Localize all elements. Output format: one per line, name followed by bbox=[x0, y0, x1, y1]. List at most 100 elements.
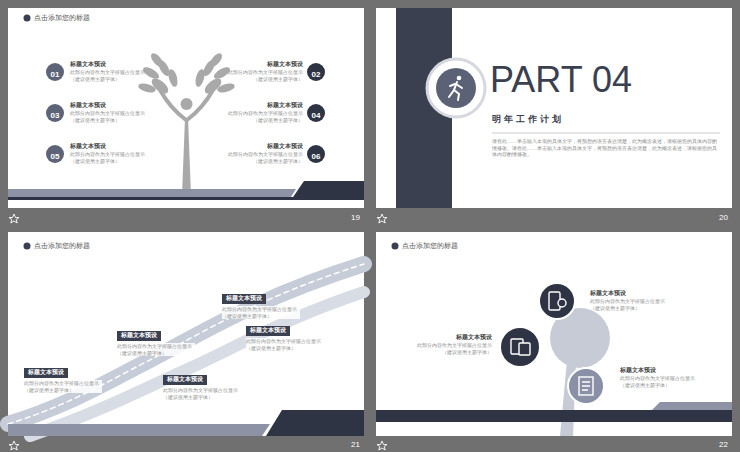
part-title: PART 04 bbox=[490, 62, 690, 98]
flag-body: 此部分内容作为文字排版占位显示 （建议使用主题字体） bbox=[246, 338, 324, 351]
bottom-line bbox=[8, 197, 364, 200]
number-circle: 06 bbox=[307, 145, 325, 163]
item-title: 标题文本预设 bbox=[590, 290, 672, 298]
phone-icon bbox=[549, 292, 566, 310]
slide-number: 21 bbox=[334, 440, 360, 450]
road-mark bbox=[8, 264, 364, 424]
star-icon bbox=[9, 214, 19, 223]
road-lane bbox=[8, 264, 364, 424]
number-circle: 01 bbox=[46, 63, 64, 81]
callout-number: 03 bbox=[48, 107, 63, 125]
callout-number: 02 bbox=[309, 66, 324, 84]
tree-leaf bbox=[149, 51, 165, 68]
item-title: 标题文本预设 bbox=[70, 61, 150, 69]
header-dot bbox=[392, 243, 399, 250]
item-body: 此部分内容作为文字排版占位显示 （建议使用主题字体） bbox=[620, 375, 702, 388]
item-body: 此部分内容作为文字排版占位显示 （建议使用主题字体） bbox=[410, 342, 492, 355]
slide-header: 点击添加您的标题 bbox=[34, 241, 174, 250]
item-title: 标题文本预设 bbox=[221, 61, 303, 69]
item-title: 标题文本预设 bbox=[221, 102, 303, 110]
tree-trunk bbox=[182, 118, 191, 195]
item-body: 此部分内容作为文字排版占位显示 （建议使用主题字体） bbox=[221, 151, 303, 164]
callout-number: 05 bbox=[48, 148, 63, 166]
tree-head bbox=[181, 98, 193, 110]
number-circle: 04 bbox=[307, 104, 325, 122]
icon-circle bbox=[436, 68, 476, 108]
slide-ground bbox=[376, 232, 732, 436]
callout-number: 01 bbox=[48, 66, 63, 84]
item-title: 标题文本预设 bbox=[70, 143, 150, 151]
icon-circle bbox=[568, 368, 604, 404]
icon-ring bbox=[427, 59, 485, 117]
bottom-wedge bbox=[266, 410, 364, 436]
device bbox=[519, 343, 530, 355]
item-body: 此部分内容作为文字排版占位显示 （建议使用主题字体） bbox=[70, 151, 150, 164]
slide-header: 点击添加您的标题 bbox=[402, 241, 542, 250]
slide-number: 20 bbox=[702, 213, 728, 223]
slide-ground bbox=[8, 8, 364, 208]
flag-body: 此部分内容作为文字排版占位显示 （建议使用主题字体） bbox=[222, 306, 300, 319]
flag-body: 此部分内容作为文字排版占位显示 （建议使用主题字体） bbox=[117, 343, 195, 356]
item-body: 此部分内容作为文字排版占位显示 （建议使用主题字体） bbox=[590, 298, 672, 311]
flag-title: 标题文本预设 bbox=[24, 368, 68, 378]
underline bbox=[492, 133, 720, 134]
runner-arm bbox=[450, 84, 462, 88]
slide-ground bbox=[376, 8, 732, 208]
icon-circle bbox=[500, 327, 540, 367]
devices-icon bbox=[511, 339, 530, 355]
slide-number: 19 bbox=[334, 213, 360, 223]
flag-title: 标题文本预设 bbox=[117, 331, 161, 341]
tree-person bbox=[137, 51, 235, 195]
star-icon bbox=[9, 441, 19, 450]
tree-leaf bbox=[216, 82, 235, 94]
bottom-wedge bbox=[652, 402, 732, 410]
runner-leg bbox=[449, 90, 454, 97]
section-title: 明年工作计划 bbox=[492, 114, 652, 126]
number-circle: 03 bbox=[46, 104, 64, 122]
section-body: 请在此……单击输入本项的具体文字，将预想的语言表达清楚，此为概念表述，请根据您的… bbox=[492, 138, 720, 158]
bottom-band bbox=[376, 410, 732, 422]
header-dot bbox=[24, 15, 31, 22]
tree-leaf bbox=[208, 51, 224, 68]
runner-icon bbox=[449, 76, 462, 100]
item-body: 此部分内容作为文字排版占位显示 （建议使用主题字体） bbox=[221, 110, 303, 123]
tree-leaf bbox=[137, 82, 156, 94]
document bbox=[579, 377, 593, 395]
flag-title: 标题文本预设 bbox=[222, 294, 266, 304]
flag-box: 标题文本预设此部分内容作为文字排版占位显示 （建议使用主题字体） bbox=[163, 367, 241, 400]
bottom-band bbox=[8, 424, 270, 436]
star-icons bbox=[9, 214, 387, 450]
item-body: 此部分内容作为文字排版占位显示 （建议使用主题字体） bbox=[70, 110, 150, 123]
coin bbox=[558, 299, 566, 307]
slide-header: 点击添加您的标题 bbox=[34, 13, 174, 22]
document-lines bbox=[582, 382, 590, 390]
number-circle: 05 bbox=[46, 145, 64, 163]
flag-box: 标题文本预设此部分内容作为文字排版占位显示 （建议使用主题字体） bbox=[117, 323, 195, 356]
slide-ground bbox=[8, 232, 364, 436]
slide-number: 22 bbox=[702, 440, 728, 450]
icon-circle bbox=[539, 283, 575, 319]
tree-leaf bbox=[167, 68, 179, 87]
flag-box: 标题文本预设此部分内容作为文字排版占位显示 （建议使用主题字体） bbox=[24, 360, 102, 393]
item-title: 标题文本预设 bbox=[410, 334, 492, 342]
document-icon bbox=[579, 377, 593, 395]
star-icon bbox=[377, 441, 387, 450]
road bbox=[8, 264, 364, 436]
flag-title: 标题文本预设 bbox=[246, 326, 290, 336]
item-title: 标题文本预设 bbox=[221, 143, 303, 151]
item-body: 此部分内容作为文字排版占位显示 （建议使用主题字体） bbox=[70, 69, 150, 82]
item-title: 标题文本预设 bbox=[620, 367, 702, 375]
runner-head bbox=[457, 76, 462, 81]
callout-number: 04 bbox=[309, 107, 324, 125]
item-title: 标题文本预设 bbox=[70, 102, 150, 110]
flag-body: 此部分内容作为文字排版占位显示 （建议使用主题字体） bbox=[163, 387, 241, 400]
star-icon bbox=[377, 214, 387, 223]
tree-leaf bbox=[194, 68, 206, 87]
item-body: 此部分内容作为文字排版占位显示 （建议使用主题字体） bbox=[221, 69, 303, 82]
flag-body: 此部分内容作为文字排版占位显示 （建议使用主题字体） bbox=[24, 380, 102, 393]
flag-title: 标题文本预设 bbox=[163, 375, 207, 385]
flag-box: 标题文本预设此部分内容作为文字排版占位显示 （建议使用主题字体） bbox=[246, 318, 324, 351]
header-dot bbox=[24, 243, 31, 250]
